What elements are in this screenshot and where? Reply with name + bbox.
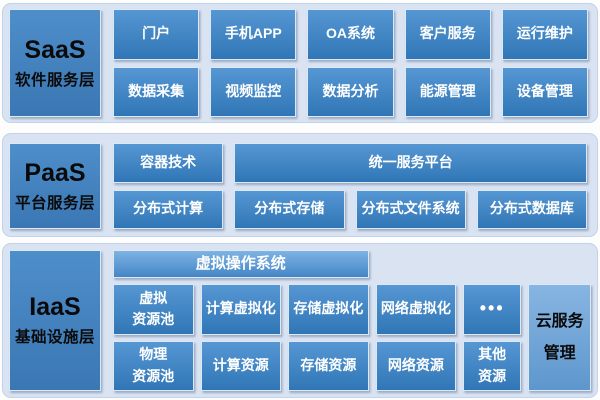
saas-box-portal: 门户 [113,9,200,60]
iaas-box-virtual-operating-system: 虚拟操作系统 [113,250,369,278]
iaas-box-virtual-resource-pool: 虚拟 资源池 [113,284,194,335]
iaas-box-compute-virtualization: 计算虚拟化 [200,284,282,335]
saas-label-box: SaaS 软件服务层 [9,9,101,117]
saas-abbr: SaaS [24,35,86,64]
iaas-layer-name: 基础设施层 [14,329,95,347]
saas-layer-name: 软件服务层 [14,71,95,89]
paas-label-box: PaaS 平台服务层 [9,143,101,229]
saas-box-mobile-app: 手机APP [210,9,297,60]
iaas-layer: IaaS 基础设施层 虚拟操作系统 虚拟 资源池 计算虚拟化 存储虚拟化 网络虚… [2,243,598,398]
iaas-box-compute-resources: 计算资源 [200,340,282,391]
iaas-box-network-virtualization: 网络虚拟化 [375,284,457,335]
paas-box-distributed-file-system: 分布式文件系统 [355,189,466,229]
saas-box-operations-maintenance: 运行维护 [501,9,588,60]
iaas-box-storage-resources: 存储资源 [288,340,369,391]
paas-grid: 容器技术 统一服务平台 分布式计算 分布式存储 分布式文件系统 分布式数据库 [113,143,587,229]
iaas-box-other-resources: 其他 资源 [463,340,522,391]
saas-box-customer-service: 客户服务 [404,9,491,60]
iaas-box-cloud-service-management: 云服务 管理 [528,284,591,391]
paas-box-unified-service-platform: 统一服务平台 [234,143,587,183]
paas-box-container-technology: 容器技术 [113,143,224,183]
saas-layer: SaaS 软件服务层 门户 手机APP OA系统 客户服务 运行维护 数据采集 … [2,3,598,123]
saas-box-energy-management: 能源管理 [404,66,491,117]
iaas-box-physical-resource-pool: 物理 资源池 [113,340,194,391]
paas-layer-name: 平台服务层 [14,194,95,212]
saas-box-oa-system: OA系统 [307,9,394,60]
paas-box-distributed-database: 分布式数据库 [476,189,587,229]
iaas-grid: 虚拟操作系统 虚拟 资源池 计算虚拟化 存储虚拟化 网络虚拟化 ••• 云服务 … [113,250,591,391]
saas-box-video-surveillance: 视频监控 [210,66,297,117]
paas-box-distributed-computing: 分布式计算 [113,189,224,229]
saas-box-data-analysis: 数据分析 [307,66,394,117]
saas-box-device-management: 设备管理 [501,66,588,117]
paas-layer: PaaS 平台服务层 容器技术 统一服务平台 分布式计算 分布式存储 分布式文件… [2,133,598,237]
iaas-label-box: IaaS 基础设施层 [9,250,101,391]
iaas-box-ellipsis: ••• [463,284,522,335]
iaas-abbr: IaaS [29,293,81,322]
paas-abbr: PaaS [24,158,86,187]
iaas-box-storage-virtualization: 存储虚拟化 [288,284,369,335]
paas-box-distributed-storage: 分布式存储 [234,189,345,229]
iaas-box-network-resources: 网络资源 [375,340,457,391]
saas-grid: 门户 手机APP OA系统 客户服务 运行维护 数据采集 视频监控 数据分析 能… [113,9,588,117]
saas-box-data-collection: 数据采集 [113,66,200,117]
